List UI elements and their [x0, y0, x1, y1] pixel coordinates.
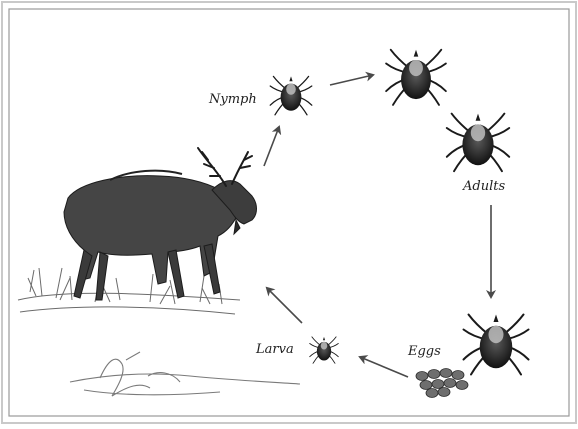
eggs-cluster-icon — [416, 369, 468, 398]
larva-tick-icon — [310, 337, 339, 363]
label-larva: Larva — [256, 342, 294, 357]
arrow-larva-to-moose — [267, 288, 302, 323]
adult-tick-icon-lower — [447, 114, 509, 172]
arrow-moose-to-nymph — [264, 127, 279, 166]
label-eggs: Eggs — [408, 344, 441, 359]
nymph-tick-icon — [270, 76, 312, 114]
adult-tick-icon-upper — [386, 50, 446, 105]
moose-icon — [64, 148, 257, 300]
artist-signature — [70, 352, 300, 396]
label-nymph: Nymph — [209, 92, 257, 107]
arrow-eggs-to-larva — [360, 357, 408, 377]
arrow-nymph-to-adults — [330, 75, 373, 85]
label-adults: Adults — [463, 179, 505, 194]
egg-laying-tick-icon — [464, 315, 529, 375]
